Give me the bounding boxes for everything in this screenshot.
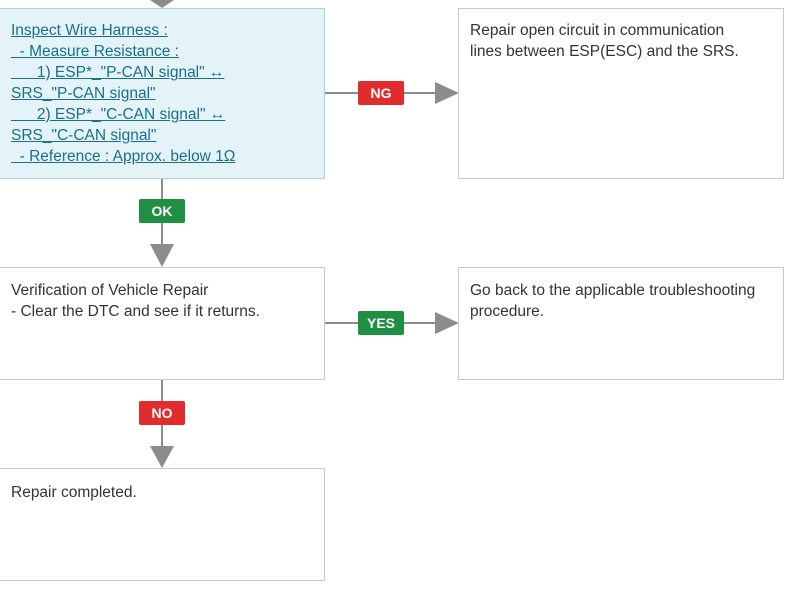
incoming-arrow — [150, 0, 174, 8]
repair-completed-box: Repair completed. — [0, 468, 325, 581]
verification-line-1: Verification of Vehicle Repair — [11, 282, 209, 299]
repair-open-line-1: Repair open circuit in communication — [470, 22, 725, 39]
go-back-line-1: Go back to the applicable troubleshootin… — [470, 282, 756, 299]
go-back-box: Go back to the applicable troubleshootin… — [458, 267, 784, 380]
verification-line-2: - Clear the DTC and see if it returns. — [11, 303, 260, 320]
ng-badge: NG — [358, 81, 404, 105]
repair-open-line-2: lines between ESP(ESC) and the SRS. — [470, 43, 739, 60]
inspect-link-line-3[interactable]: 1) ESP*_"P-CAN signal" ↔ — [11, 64, 225, 81]
ok-badge: OK — [139, 199, 185, 223]
inspect-link-line-5[interactable]: 2) ESP*_"C-CAN signal" ↔ — [11, 106, 226, 123]
repair-open-circuit-box: Repair open circuit in communication lin… — [458, 8, 784, 179]
yes-badge: YES — [358, 311, 404, 335]
inspect-wire-harness-box: Inspect Wire Harness : - Measure Resista… — [0, 8, 325, 179]
inspect-link-line-7[interactable]: - Reference : Approx. below 1Ω — [11, 148, 236, 165]
inspect-link-line-2[interactable]: - Measure Resistance : — [11, 43, 179, 60]
go-back-line-2: procedure. — [470, 303, 545, 320]
inspect-link-line-6[interactable]: SRS_"C-CAN signal" — [11, 127, 157, 144]
inspect-link-line-1[interactable]: Inspect Wire Harness : — [11, 22, 168, 39]
verification-box: Verification of Vehicle Repair - Clear t… — [0, 267, 325, 380]
repair-completed-line: Repair completed. — [11, 484, 137, 501]
inspect-link-line-4[interactable]: SRS_"P-CAN signal" — [11, 85, 156, 102]
no-badge: NO — [139, 401, 185, 425]
